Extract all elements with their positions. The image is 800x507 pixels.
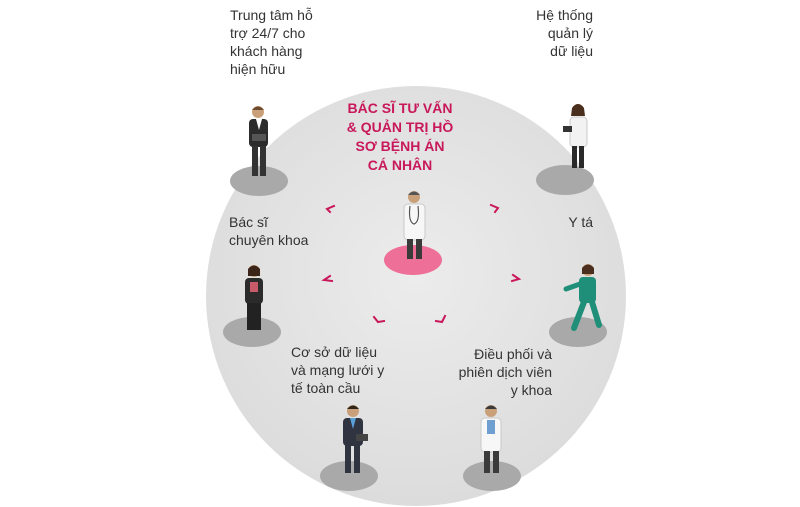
label-nurse: Y tá (568, 214, 593, 230)
doctor-figure-icon (403, 191, 426, 259)
platform-support-center (230, 166, 288, 196)
platform-center (384, 245, 442, 275)
platform-data-system (536, 165, 594, 195)
doctor-figure-icon (480, 405, 502, 473)
label-coordinator: Điều phối và phiên dịch viên y khoa (458, 346, 552, 398)
label-data-system: Hệ thống quản lý dữ liệu (536, 7, 593, 59)
label-database: Cơ sở dữ liệu và mạng lưới y tế toàn cầu (291, 344, 385, 396)
nurse-figure-icon (563, 264, 602, 331)
label-support-center: Trung tâm hỗ trợ 24/7 cho khách hàng hiệ… (230, 7, 313, 77)
platform-specialist (223, 317, 281, 347)
center-title: BÁC SĨ TƯ VẤN & QUẢN TRỊ HỒ SƠ BỆNH ÁN C… (346, 100, 454, 173)
background-circle (206, 86, 626, 506)
person-figure-icon (245, 265, 263, 330)
platform-database (320, 461, 378, 491)
person-figure-icon (563, 104, 588, 168)
chevron-marker-icon (321, 203, 522, 324)
person-figure-icon (343, 405, 368, 473)
person-figure-icon (249, 106, 268, 176)
platform-coordinator (463, 461, 521, 491)
platform-nurse (549, 317, 607, 347)
label-specialist: Bác sĩ chuyên khoa (229, 214, 309, 248)
